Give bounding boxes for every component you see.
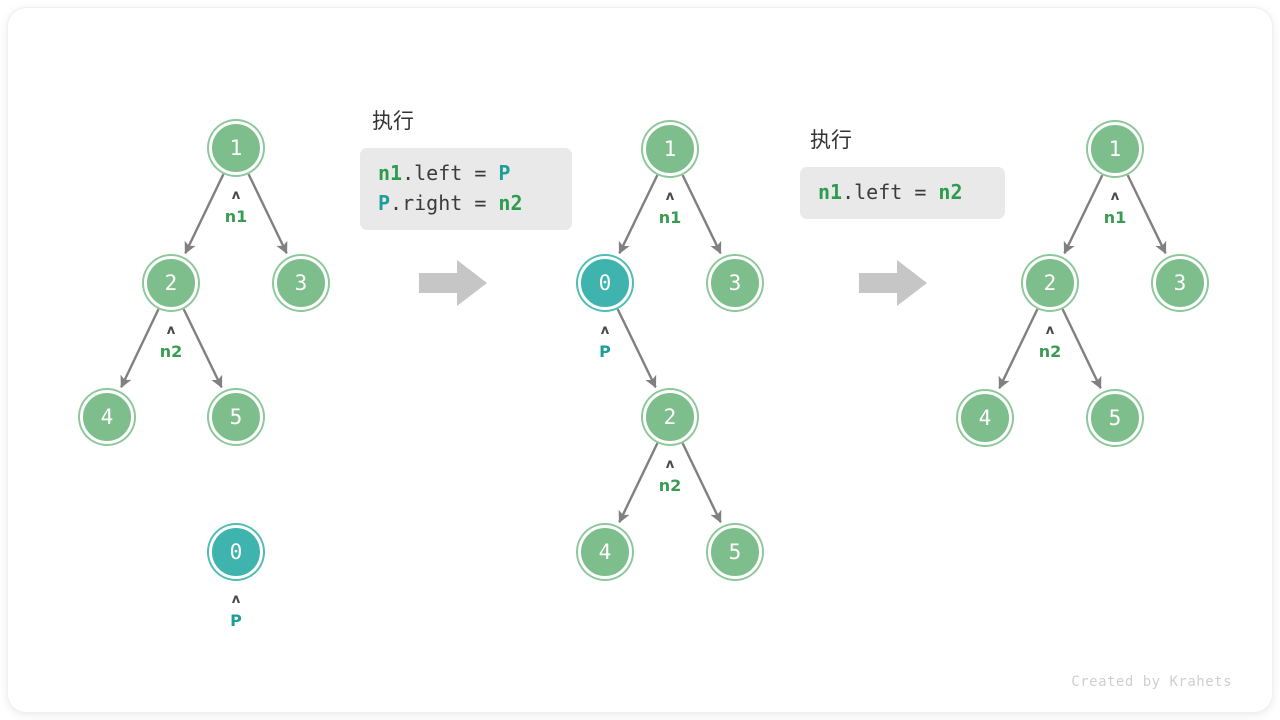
tree-node-value: 0 <box>229 539 243 564</box>
caret-icon: ʌ <box>166 323 176 338</box>
tree-node-value: 5 <box>229 404 243 429</box>
tree-node-value: 2 <box>164 270 178 295</box>
code-token: n2 <box>938 180 963 204</box>
pointer-name: P <box>230 611 242 630</box>
code-token: n1 <box>818 180 843 204</box>
code-line: P.right = n2 <box>378 188 554 218</box>
pointer-name: n1 <box>224 207 248 226</box>
tree-node: 3 <box>708 256 762 310</box>
tree-node-value: 2 <box>663 404 677 429</box>
pointer-label-n1: ʌ n1 <box>206 188 266 227</box>
tree-node: 5 <box>209 390 263 444</box>
caret-icon: ʌ <box>231 592 241 607</box>
tree-node: 1 <box>1088 122 1142 176</box>
tree-node-value: 5 <box>1108 405 1122 430</box>
code-token: n2 <box>498 191 523 215</box>
caret-icon: ʌ <box>1110 189 1120 204</box>
codebox-step-2: n1.left = n2 <box>800 167 1005 219</box>
tree-node-value: 3 <box>294 270 308 295</box>
code-token: .left = <box>842 180 939 204</box>
pointer-name: n2 <box>159 342 183 361</box>
tree-node: 5 <box>708 525 762 579</box>
pointer-label-n1: ʌ n1 <box>1085 189 1145 228</box>
tree-node-value: 3 <box>728 270 742 295</box>
code-token: .left = <box>402 161 499 185</box>
tree-node: 4 <box>958 391 1012 445</box>
tree-node-value: 3 <box>1173 270 1187 295</box>
tree-node: 5 <box>1088 391 1142 445</box>
tree-node-value: 0 <box>598 270 612 295</box>
pointer-name: P <box>599 342 611 361</box>
code-token: P <box>378 191 391 215</box>
tree-node-value: 5 <box>728 539 742 564</box>
caret-icon: ʌ <box>600 323 610 338</box>
tree-node: 1 <box>209 121 263 175</box>
pointer-label-n1: ʌ n1 <box>640 189 700 228</box>
caption-step-2: 执行 <box>810 128 852 152</box>
tree-node: 4 <box>578 525 632 579</box>
pointer-name: n1 <box>1103 208 1127 227</box>
flow-arrows <box>419 260 927 306</box>
tree-node: 2 <box>643 390 697 444</box>
tree-node-value: 4 <box>100 404 114 429</box>
pointer-name: n1 <box>658 208 682 227</box>
code-token: n1 <box>378 161 403 185</box>
caret-icon: ʌ <box>665 457 675 472</box>
tree-node: 4 <box>80 390 134 444</box>
tree-node: 3 <box>274 256 328 310</box>
tree-node-value: 4 <box>978 405 992 430</box>
tree-node: 2 <box>144 256 198 310</box>
credit-text: Created by Krahets <box>1071 674 1232 690</box>
tree-node-value: 1 <box>1108 136 1122 161</box>
caption-step-1: 执行 <box>372 109 414 133</box>
pointer-name: n2 <box>658 476 682 495</box>
pointer-label-n2: ʌ n2 <box>141 323 201 362</box>
code-token: P <box>498 161 511 185</box>
flow-arrow-2 <box>859 260 927 306</box>
tree-node: 0 <box>578 256 632 310</box>
code-line: n1.left = n2 <box>818 177 987 207</box>
code-token: .right = <box>390 191 499 215</box>
tree-node: 0 <box>209 525 263 579</box>
tree-node-value: 1 <box>229 135 243 160</box>
caret-icon: ʌ <box>1045 323 1055 338</box>
caret-icon: ʌ <box>665 189 675 204</box>
pointer-name: n2 <box>1038 342 1062 361</box>
caret-icon: ʌ <box>231 188 241 203</box>
tree-node-value: 1 <box>663 136 677 161</box>
tree-node-value: 2 <box>1043 270 1057 295</box>
pointer-label-n2: ʌ n2 <box>640 457 700 496</box>
tree-node-value: 4 <box>598 539 612 564</box>
tree-node: 2 <box>1023 256 1077 310</box>
flow-arrow-1 <box>419 260 487 306</box>
tree-node: 3 <box>1153 256 1207 310</box>
code-line: n1.left = P <box>378 158 554 188</box>
pointer-label-n2: ʌ n2 <box>1020 323 1080 362</box>
tree-node: 1 <box>643 122 697 176</box>
